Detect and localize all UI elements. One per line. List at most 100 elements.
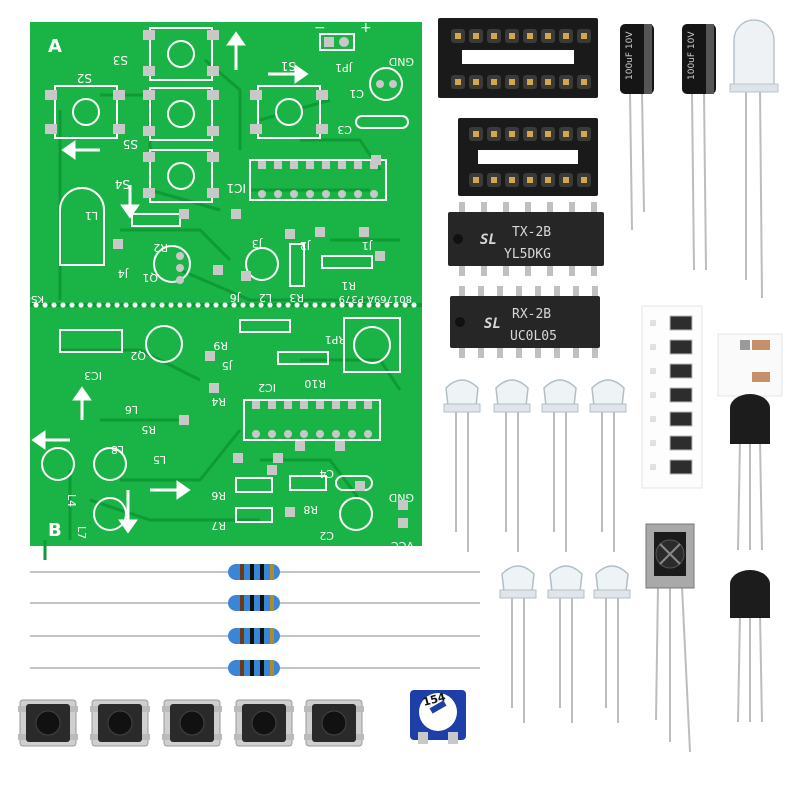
perforation-hole (240, 302, 246, 308)
switch-footprint-s1 (250, 85, 328, 139)
pad (306, 161, 314, 169)
led-lens (445, 379, 479, 407)
pad (209, 383, 219, 393)
resistor-band (270, 564, 274, 580)
pad (113, 239, 123, 249)
tact-switch (18, 699, 78, 747)
tact-switch-pin (90, 734, 98, 740)
silk-jp1: JP1 (335, 61, 353, 74)
chip-leg (459, 202, 465, 214)
perforation-hole (303, 302, 309, 308)
chip-leg (497, 286, 503, 298)
led-lens (549, 565, 583, 593)
socket-contact-pin (563, 33, 569, 39)
pad (205, 351, 215, 361)
chip-leg (569, 264, 575, 276)
perforation-hole (402, 302, 408, 308)
tape-hole (650, 440, 656, 446)
socket-contact-pin (509, 131, 515, 137)
pad (332, 430, 340, 438)
pad (322, 190, 330, 198)
resistor-band (270, 628, 274, 644)
silk-r7: R7 (211, 519, 226, 532)
silk-r5: R5 (141, 423, 156, 436)
pad (268, 401, 276, 409)
perforation-hole (78, 302, 84, 308)
pad (241, 271, 251, 281)
perforation-hole (366, 302, 372, 308)
ir-receiver (645, 523, 695, 753)
resistor-group (30, 564, 480, 676)
tact-switch-pin (70, 734, 78, 740)
silk-r1: R1 (341, 279, 356, 292)
led-clear (443, 379, 481, 552)
pad (233, 453, 243, 463)
resistor-band (240, 660, 244, 676)
pad (300, 430, 308, 438)
perforation-hole (384, 302, 390, 308)
silk-ic2: IC2 (258, 381, 276, 394)
resistor-band (270, 595, 274, 611)
perforation-hole (276, 302, 282, 308)
pad (324, 37, 334, 47)
led-lens (501, 565, 535, 593)
ic-chip-rx: SL RX-2B UC0L05 (450, 286, 600, 358)
silk-c1: C1 (349, 87, 364, 100)
chip-leg (497, 346, 503, 358)
corner-label-b: B (48, 520, 62, 541)
resistor (30, 595, 480, 611)
q2-footprint (145, 325, 183, 363)
transistor-1 (730, 394, 770, 551)
resistor-band (240, 628, 244, 644)
chip-leg (525, 264, 531, 276)
socket-contact-pin (473, 79, 479, 85)
socket-contact-pin (527, 131, 533, 137)
chip-leg (525, 202, 531, 214)
perforation-hole (132, 302, 138, 308)
perforation-hole (393, 302, 399, 308)
led-lens (543, 379, 577, 407)
silk-r8: R8 (303, 503, 318, 516)
silk-side-code: KS-56-10 (0, 293, 44, 304)
perforation-hole (285, 302, 291, 308)
switch-footprint-s5 (143, 87, 219, 141)
resistor-band (250, 628, 254, 644)
jp1-footprint (319, 33, 355, 51)
perforation-hole (195, 302, 201, 308)
chip-leg (573, 286, 579, 298)
smd-resistor (669, 363, 693, 379)
chip-leg (591, 202, 597, 214)
socket-contact-pin (491, 79, 497, 85)
perforation-hole (357, 302, 363, 308)
socket-contact-pin (563, 177, 569, 183)
pot-label: 154 (421, 690, 447, 709)
c4-footprint (335, 475, 373, 491)
tact-switch-pin (214, 706, 222, 712)
tape-hole (650, 392, 656, 398)
silk-j6: J6 (230, 291, 241, 304)
socket-contact-pin (581, 79, 587, 85)
c2-footprint (339, 497, 373, 531)
resistor-band (240, 564, 244, 580)
ic1-footprint (249, 159, 387, 201)
pad (371, 155, 381, 165)
corner-label-a: A (48, 36, 62, 57)
perforation-hole (213, 302, 219, 308)
ic2-pads (252, 401, 372, 438)
perforation-hole (69, 302, 75, 308)
q1-footprint (153, 245, 191, 283)
pad (316, 401, 324, 409)
silk-s2: S2 (77, 71, 92, 85)
trim-potentiometer: 154 (410, 690, 466, 744)
smd-resistor (669, 387, 693, 403)
resistor (30, 564, 480, 580)
chip-tx-line2: YL5DKG (504, 247, 551, 262)
chip-leg (481, 264, 487, 276)
silk-j1: J1 (362, 239, 373, 252)
led-clear (493, 379, 531, 552)
pad (252, 401, 260, 409)
led-large-clear (729, 19, 779, 299)
c3-footprint (355, 115, 409, 129)
r1-footprint (321, 255, 373, 269)
